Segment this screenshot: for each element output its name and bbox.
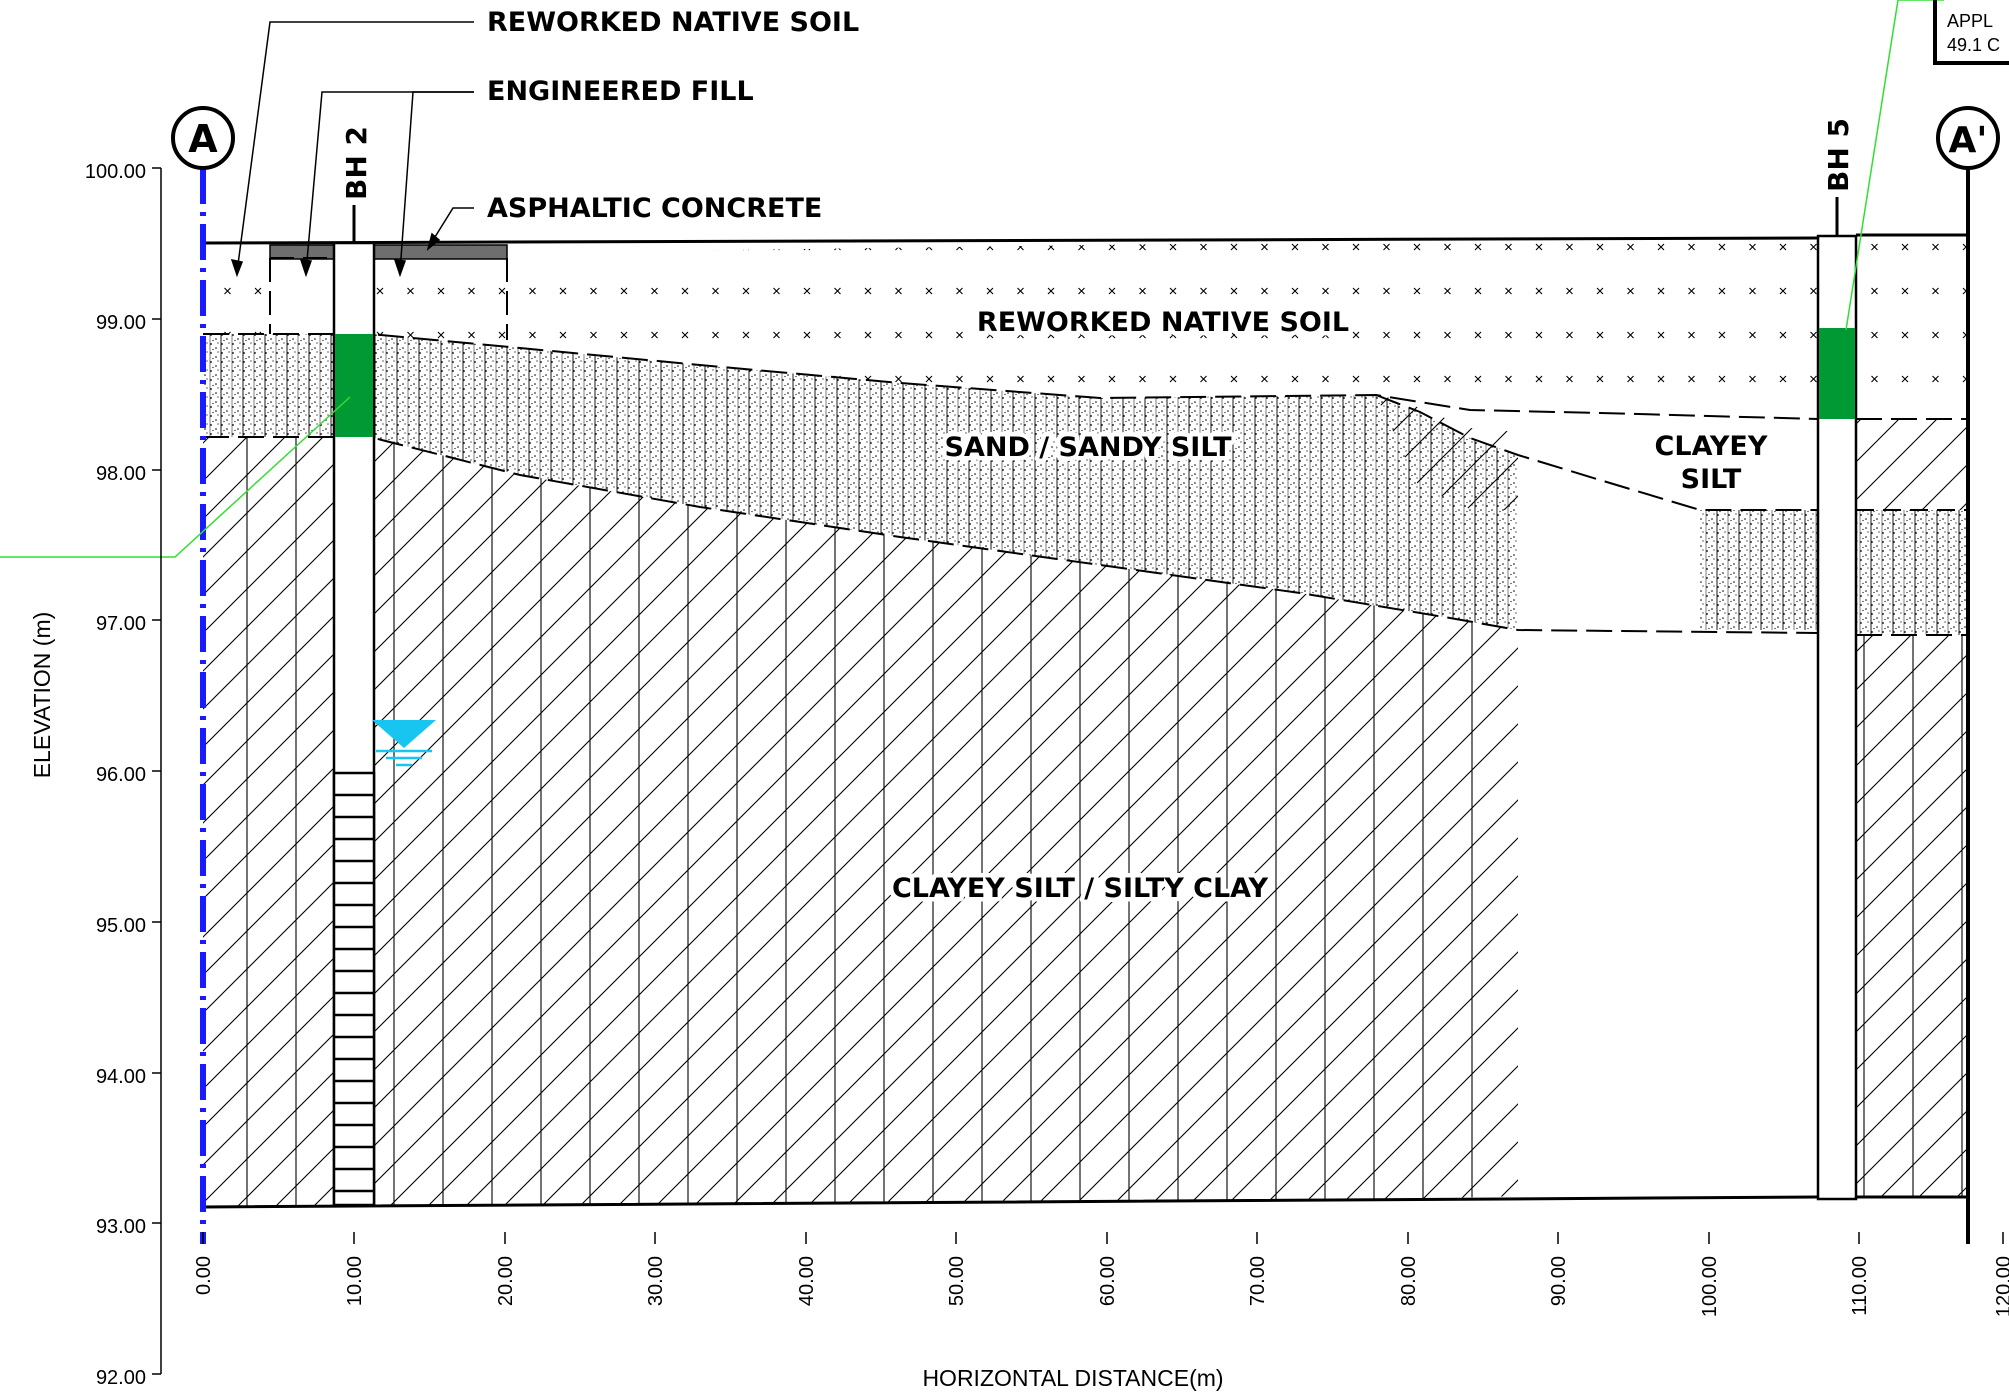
x-tick-label: 90.00 bbox=[1548, 1256, 1570, 1306]
y-tick-label: 95.00 bbox=[96, 915, 146, 937]
x-tick-label: 60.00 bbox=[1097, 1256, 1119, 1306]
borehole-bh5-label: BH 5 bbox=[1822, 118, 1855, 192]
callout-reworked-native-soil-text: REWORKED NATIVE SOIL bbox=[487, 7, 859, 38]
x-tick-label: 120.00 bbox=[1993, 1256, 2009, 1317]
y-tick-label: 99.00 bbox=[96, 312, 146, 334]
label-silt-line2: SILT bbox=[1681, 464, 1742, 495]
x-tick-label: 110.00 bbox=[1849, 1256, 1871, 1316]
y-tick-label: 100.00 bbox=[85, 161, 146, 183]
sand-sandy-silt-layer bbox=[203, 334, 1968, 635]
x-tick-label: 20.00 bbox=[495, 1256, 517, 1306]
x-tick-labels: 0.00 10.00 20.00 30.00 40.00 50.00 60.00… bbox=[193, 1256, 2009, 1317]
x-tick-label: 40.00 bbox=[796, 1256, 818, 1306]
sample-zone-bh5 bbox=[1819, 328, 1855, 419]
y-tick-label: 97.00 bbox=[96, 613, 146, 635]
asphaltic-concrete-strip bbox=[269, 244, 508, 260]
section-marker-a-prime: A' bbox=[1936, 106, 2000, 170]
y-tick-label: 98.00 bbox=[96, 463, 146, 485]
borehole-bh5 bbox=[1816, 197, 1858, 1201]
sample-zone-bh2 bbox=[335, 334, 373, 437]
y-tick-label: 96.00 bbox=[96, 764, 146, 786]
label-clayey-silt-silty-clay: CLAYEY SILT / SILTY CLAY bbox=[892, 873, 1269, 904]
label-sand-sandy-silt: SAND / SANDY SILT bbox=[945, 432, 1233, 463]
clayey-silt-silty-clay-layer bbox=[203, 395, 1968, 1207]
green-leader-left bbox=[0, 396, 351, 558]
borehole-bh2 bbox=[332, 205, 376, 1207]
y-tick-label: 93.00 bbox=[96, 1216, 146, 1238]
y-tick-label: 94.00 bbox=[96, 1066, 146, 1088]
section-marker-a-label: A bbox=[188, 117, 218, 161]
x-tick-label: 50.00 bbox=[946, 1256, 968, 1306]
callout-engineered-fill bbox=[299, 91, 474, 278]
x-axis-ticks bbox=[202, 1232, 2004, 1244]
y-tick-label: 92.00 bbox=[96, 1367, 146, 1389]
y-tick-labels: 100.00 99.00 98.00 97.00 96.00 95.00 94.… bbox=[85, 161, 146, 1389]
y-axis-title: ELEVATION (m) bbox=[29, 612, 55, 779]
section-marker-a: A bbox=[171, 106, 235, 170]
borehole-bh2-label: BH 2 bbox=[340, 126, 373, 200]
water-table-symbol bbox=[372, 720, 436, 767]
callout-asphaltic-concrete bbox=[426, 207, 474, 252]
x-tick-label: 100.00 bbox=[1699, 1256, 1721, 1317]
reworked-native-soil-layer bbox=[203, 235, 1968, 419]
x-tick-label: 70.00 bbox=[1247, 1256, 1269, 1306]
callout-asphaltic-concrete-text: ASPHALTIC CONCRETE bbox=[487, 193, 822, 224]
x-axis-title: HORIZONTAL DISTANCE(m) bbox=[922, 1365, 1223, 1391]
section-marker-a-prime-label: A' bbox=[1949, 120, 1988, 161]
rock-core-bh2 bbox=[332, 771, 376, 1207]
label-reworked-native-soil: REWORKED NATIVE SOIL bbox=[977, 307, 1349, 338]
applied-note-line2: 49.1 C bbox=[1947, 35, 2000, 55]
x-tick-label: 80.00 bbox=[1398, 1256, 1420, 1306]
green-leader-right bbox=[1845, 0, 1944, 331]
x-tick-label: 30.00 bbox=[645, 1256, 667, 1306]
applied-note-line1: APPL bbox=[1947, 11, 1993, 31]
y-axis bbox=[152, 167, 162, 1375]
x-tick-label: 10.00 bbox=[344, 1256, 366, 1306]
applied-note-box: APPL 49.1 C bbox=[1933, 0, 2009, 65]
callout-reworked-native-soil bbox=[230, 21, 474, 278]
x-tick-label: 0.00 bbox=[193, 1256, 215, 1295]
callout-engineered-fill-text: ENGINEERED FILL bbox=[487, 76, 754, 107]
label-clayey-line1: CLAYEY bbox=[1655, 431, 1768, 462]
